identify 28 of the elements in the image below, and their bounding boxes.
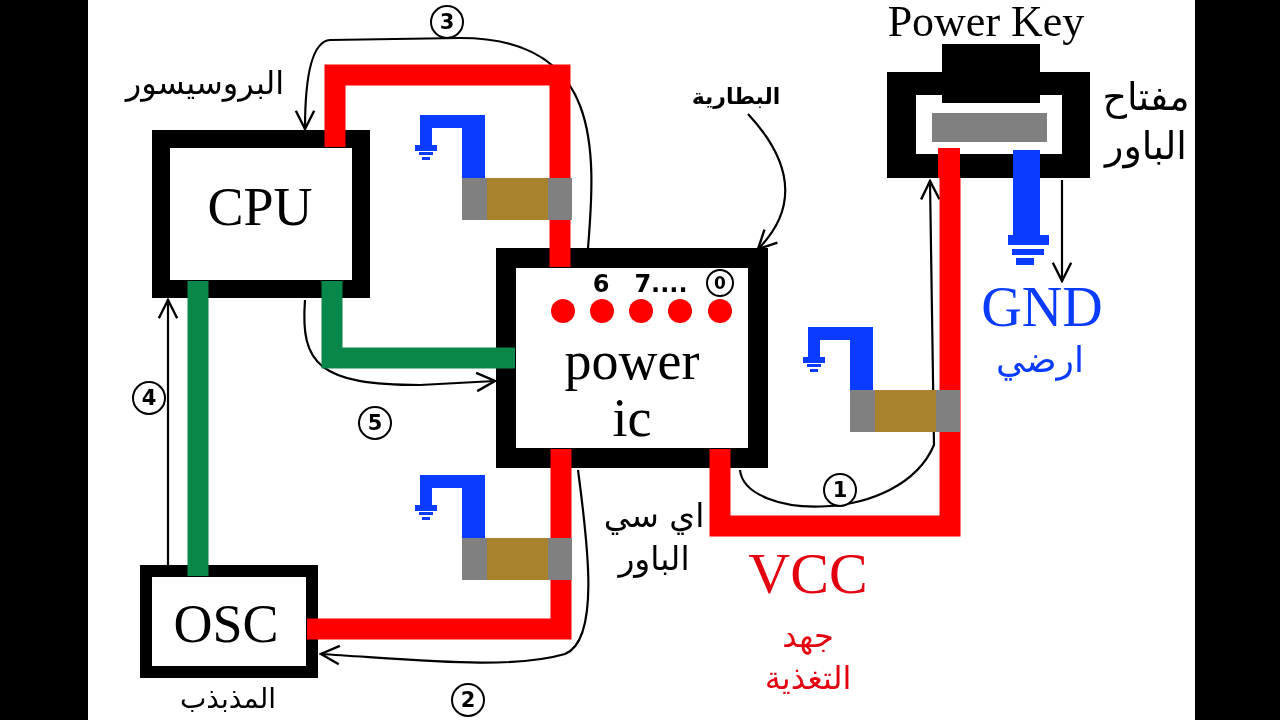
oscillator-box (140, 565, 318, 678)
component-label: المذبذب (180, 680, 276, 717)
voltage-label: VCC (748, 543, 868, 605)
component-label: ارضي (996, 337, 1084, 383)
component-name: CPU (207, 178, 313, 236)
component-label: اي سي الباور (602, 495, 706, 580)
arrow (294, 36, 593, 249)
pin-number: 6 (592, 269, 610, 301)
arrow (747, 113, 787, 251)
component-label: مفتاح الباور (1102, 73, 1190, 171)
arrow (738, 179, 941, 508)
battery-label: البطارية (691, 82, 781, 112)
component-title: Power Key (887, 0, 1085, 46)
arrow (319, 469, 590, 666)
voltage-caption: جهد التغذية (764, 616, 852, 699)
wire (307, 449, 572, 640)
arrow (157, 298, 179, 565)
wire (187, 281, 209, 576)
component-name: power ic (564, 333, 700, 447)
component-label: البروسيسور (125, 63, 285, 105)
processor-box (152, 130, 370, 298)
pin-number: 7.... (634, 269, 688, 301)
arrow (1051, 180, 1073, 283)
ground-label: GND (981, 277, 1103, 337)
wire (321, 281, 515, 369)
arrow (303, 299, 497, 393)
component-name: OSC (173, 595, 279, 653)
wire (709, 178, 961, 537)
